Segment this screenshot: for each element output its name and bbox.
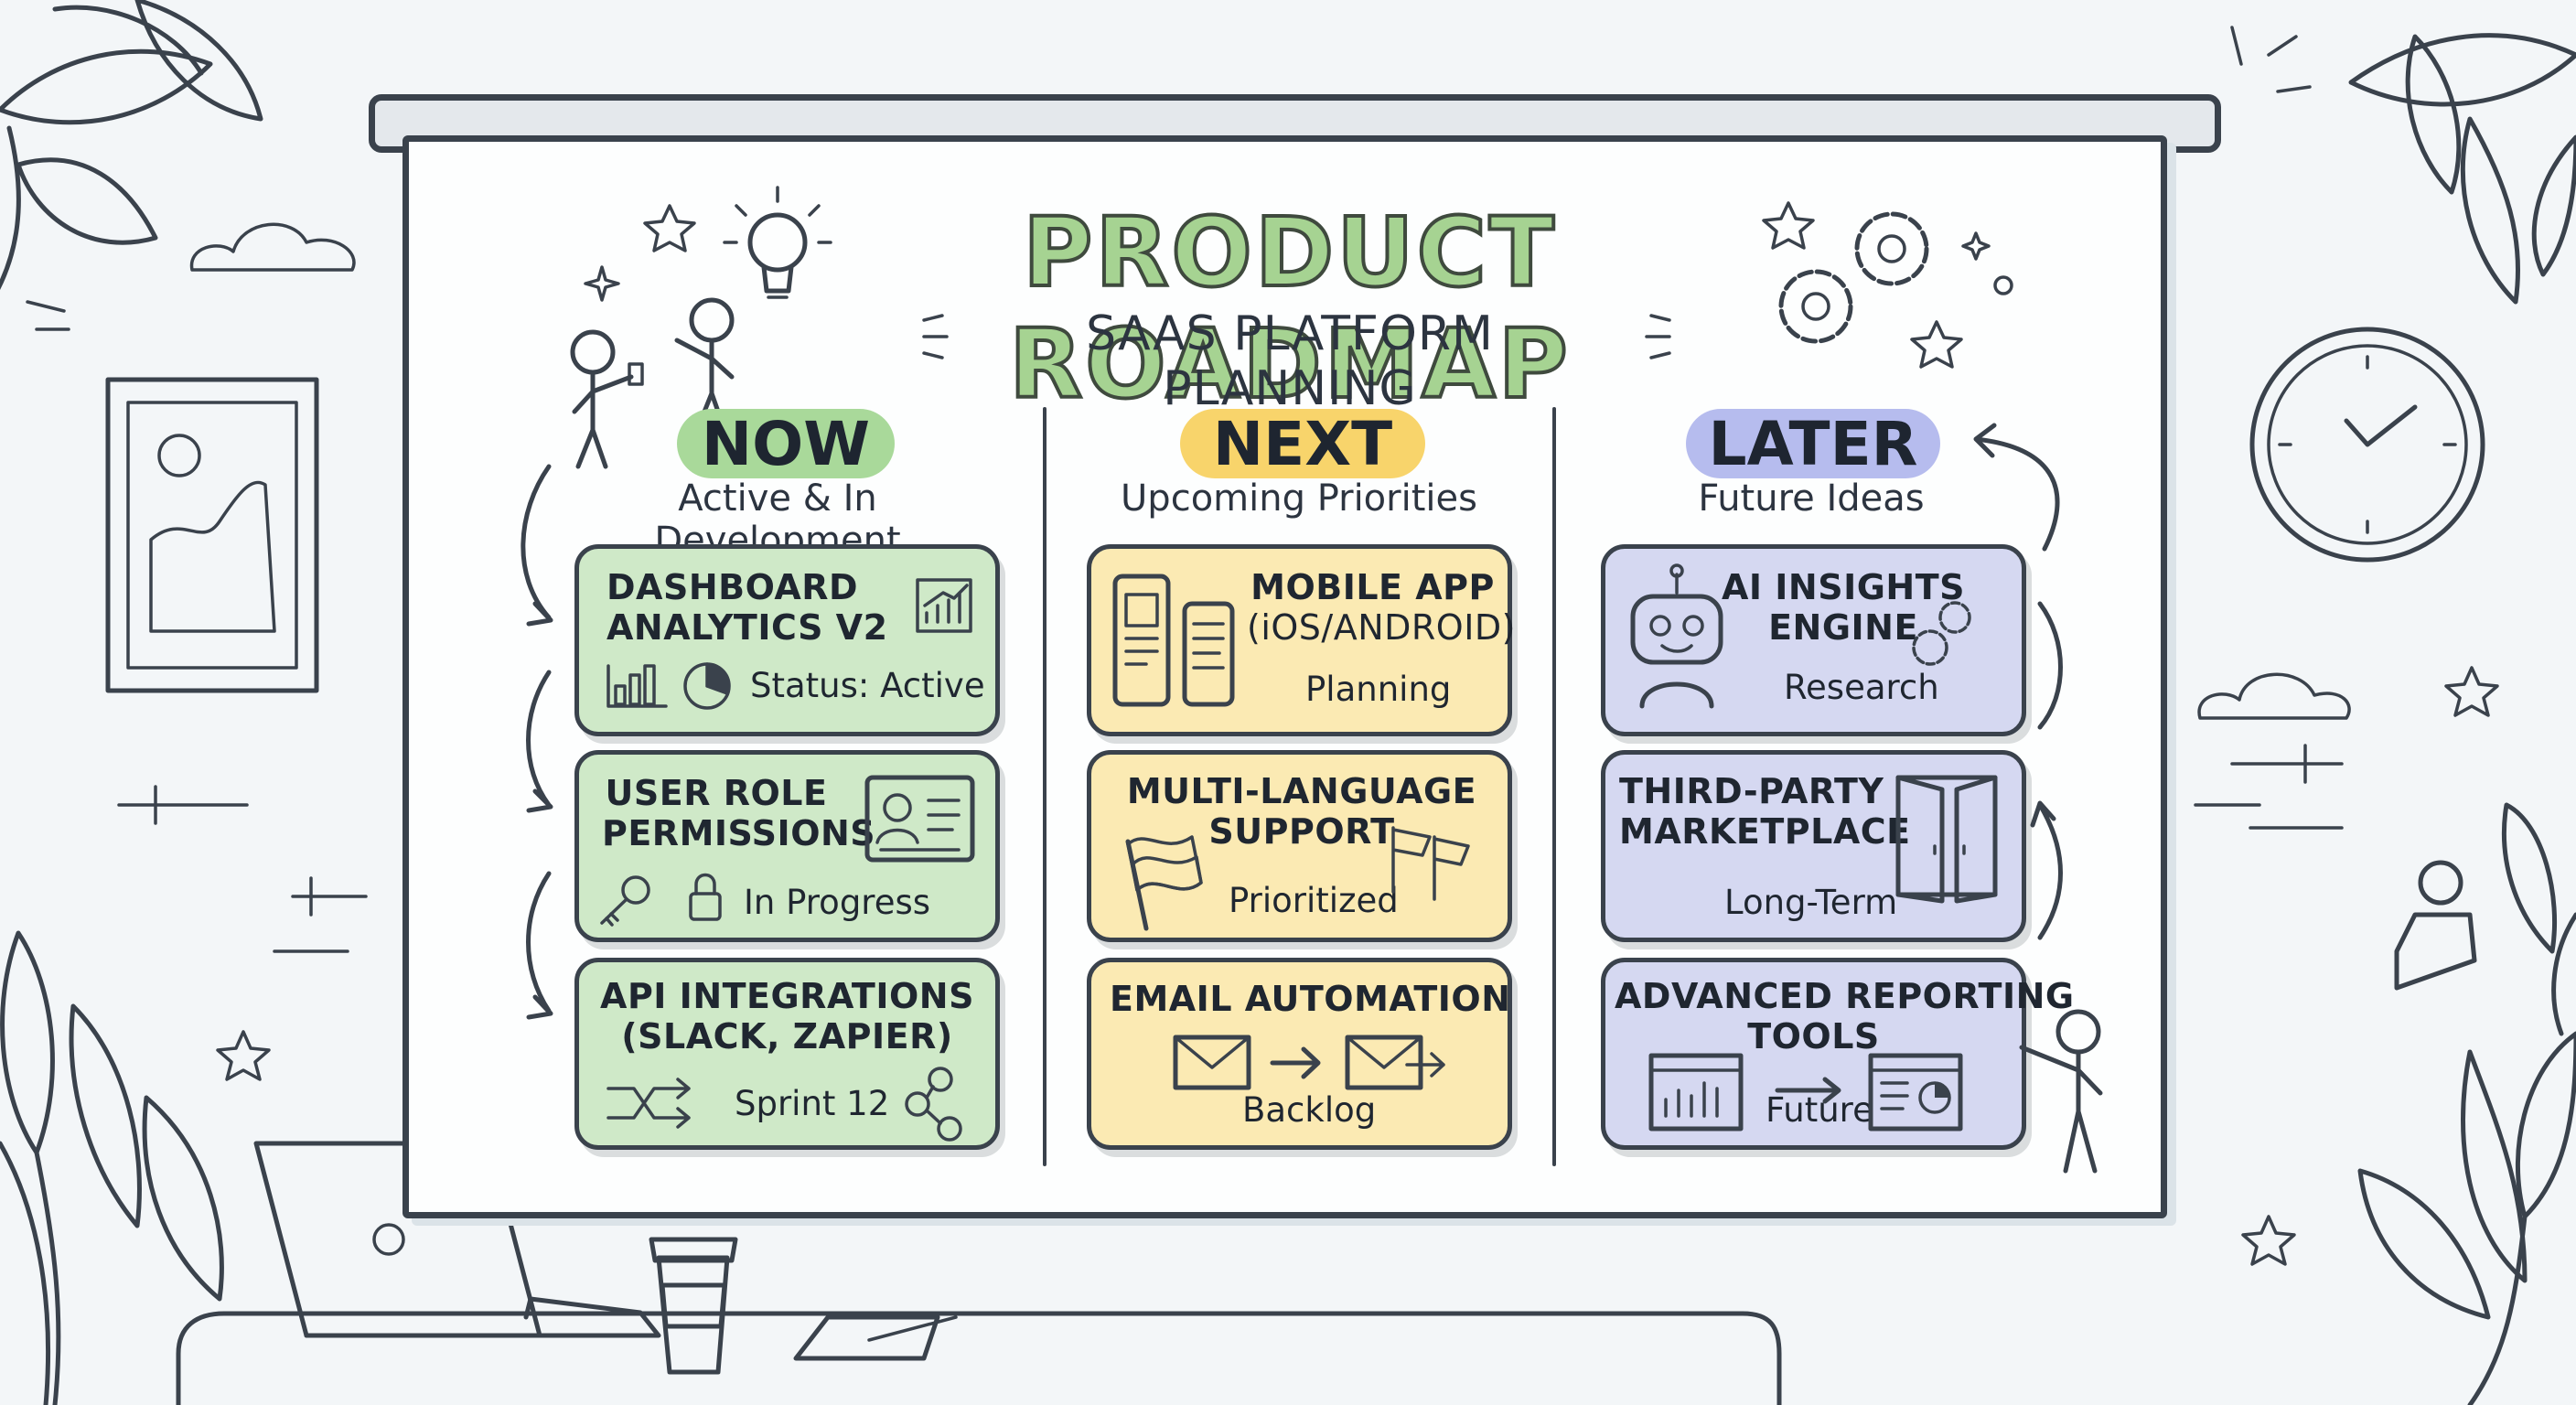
sparkle-icon xyxy=(584,265,620,302)
person-figure xyxy=(2394,860,2477,991)
column-label: NEXT xyxy=(1212,408,1393,479)
cloud-right xyxy=(2197,672,2351,720)
card-status: Planning xyxy=(1305,670,1452,709)
roadmap-card[interactable]: MULTI-LANGUAGE SUPPORT Prioritized xyxy=(1087,750,1512,942)
card-title-line: AI INSIGHTS xyxy=(1721,567,1965,607)
plant-leaves-bottom-right xyxy=(2357,802,2576,1405)
card-status: Status: Active xyxy=(750,666,985,705)
analytics-chart-icon xyxy=(606,578,972,710)
notepad xyxy=(793,1314,958,1361)
card-status: Research xyxy=(1784,668,1939,707)
card-title-line: ADVANCED REPORTING xyxy=(1615,976,2075,1016)
roadmap-card[interactable]: AI INSIGHTS ENGINE Research xyxy=(1601,544,2026,736)
gear-icon xyxy=(1912,629,1948,666)
sparkle-icon xyxy=(1961,231,1991,261)
person-figure xyxy=(2019,1009,2103,1174)
star-icon xyxy=(2444,666,2499,717)
card-title-line: MULTI-LANGUAGE xyxy=(1126,771,1477,811)
card-title-line: SUPPORT xyxy=(1208,811,1395,852)
sparkle-icon xyxy=(1993,275,2013,295)
card-title-line: MARKETPLACE xyxy=(1619,811,1911,852)
plant-leaves-bottom-left xyxy=(0,930,224,1405)
wall-clock xyxy=(2249,327,2485,563)
desk xyxy=(176,1311,1782,1405)
card-status: Sprint 12 xyxy=(735,1084,890,1123)
card-status: Prioritized xyxy=(1229,881,1399,920)
key-icon xyxy=(600,875,650,927)
card-title-line: (SLACK, ZAPIER) xyxy=(621,1016,953,1056)
card-status: Backlog xyxy=(1242,1090,1377,1130)
page-title: PRODUCT ROADMAP xyxy=(1007,195,1571,422)
card-title-line: EMAIL AUTOMATION xyxy=(1110,979,1511,1019)
envelope-icon xyxy=(1173,1035,1445,1090)
card-title-line: MOBILE APP xyxy=(1250,567,1495,607)
id-card-icon xyxy=(600,775,975,927)
card-title-line: (iOS/ANDROID) xyxy=(1247,607,1517,648)
star-icon xyxy=(1762,201,1815,250)
robot-icon xyxy=(1630,563,1971,709)
star-icon xyxy=(216,1030,271,1081)
column-header-next: NEXT xyxy=(1180,408,1425,479)
mobile-phone-icon xyxy=(1112,574,1235,707)
gear-icon xyxy=(1938,601,1971,634)
plant-leaves-top-right xyxy=(2348,33,2576,305)
roadmap-card[interactable]: THIRD-PARTY MARKETPLACE Long-Term xyxy=(1601,750,2026,942)
star-icon xyxy=(643,204,696,252)
column-header-now: NOW xyxy=(677,408,895,479)
column-subtitle-later: Future Ideas xyxy=(1698,477,1925,520)
plant-leaves-top-left xyxy=(0,0,263,290)
column-divider xyxy=(1552,407,1556,1166)
share-nodes-icon xyxy=(606,1067,962,1142)
door-icon xyxy=(1895,775,1998,904)
page-subtitle: SAAS PLATFORM PLANNING xyxy=(1086,306,1494,416)
roadmap-card[interactable]: ADVANCED REPORTING TOOLS Future xyxy=(1601,958,2075,1150)
roadmap-card[interactable]: EMAIL AUTOMATION Backlog xyxy=(1087,958,1512,1150)
card-status: In Progress xyxy=(744,883,931,922)
card-status: Long-Term xyxy=(1724,883,1898,922)
card-title-line: USER ROLE xyxy=(605,773,828,813)
card-title-line: THIRD-PARTY xyxy=(1619,771,1884,811)
lock-icon xyxy=(689,873,722,921)
report-window-icon xyxy=(1648,1053,1963,1132)
roadmap-card[interactable]: MOBILE APP (iOS/ANDROID) Planning xyxy=(1087,544,1517,736)
flags-icon xyxy=(1125,826,1470,931)
roadmap-card[interactable]: USER ROLE PERMISSIONS In Progress xyxy=(574,750,1000,942)
column-label: NOW xyxy=(701,408,871,479)
cloud-left xyxy=(189,222,356,272)
column-divider xyxy=(1043,407,1046,1166)
card-status: Future xyxy=(1766,1090,1873,1130)
gears-icon xyxy=(1778,211,1929,344)
lightbulb-icon xyxy=(723,186,832,299)
card-title-line: TOOLS xyxy=(1747,1016,1880,1056)
star-icon xyxy=(2241,1215,2296,1266)
column-header-later: LATER xyxy=(1686,408,1940,479)
card-title-line: API INTEGRATIONS xyxy=(600,976,974,1016)
card-title-line: ANALYTICS V2 xyxy=(606,607,888,648)
roadmap-card[interactable]: DASHBOARD ANALYTICS V2 Status: Active xyxy=(574,544,1000,736)
roadmap-card[interactable]: API INTEGRATIONS (SLACK, ZAPIER) Sprint … xyxy=(574,958,1000,1150)
column-subtitle-next: Upcoming Priorities xyxy=(1121,477,1477,520)
card-title-line: PERMISSIONS xyxy=(602,813,876,853)
star-icon xyxy=(1910,320,1963,369)
card-title-line: DASHBOARD xyxy=(606,567,859,607)
framed-picture xyxy=(105,377,319,693)
card-title-line: ENGINE xyxy=(1768,607,1918,648)
column-label: LATER xyxy=(1708,408,1918,479)
